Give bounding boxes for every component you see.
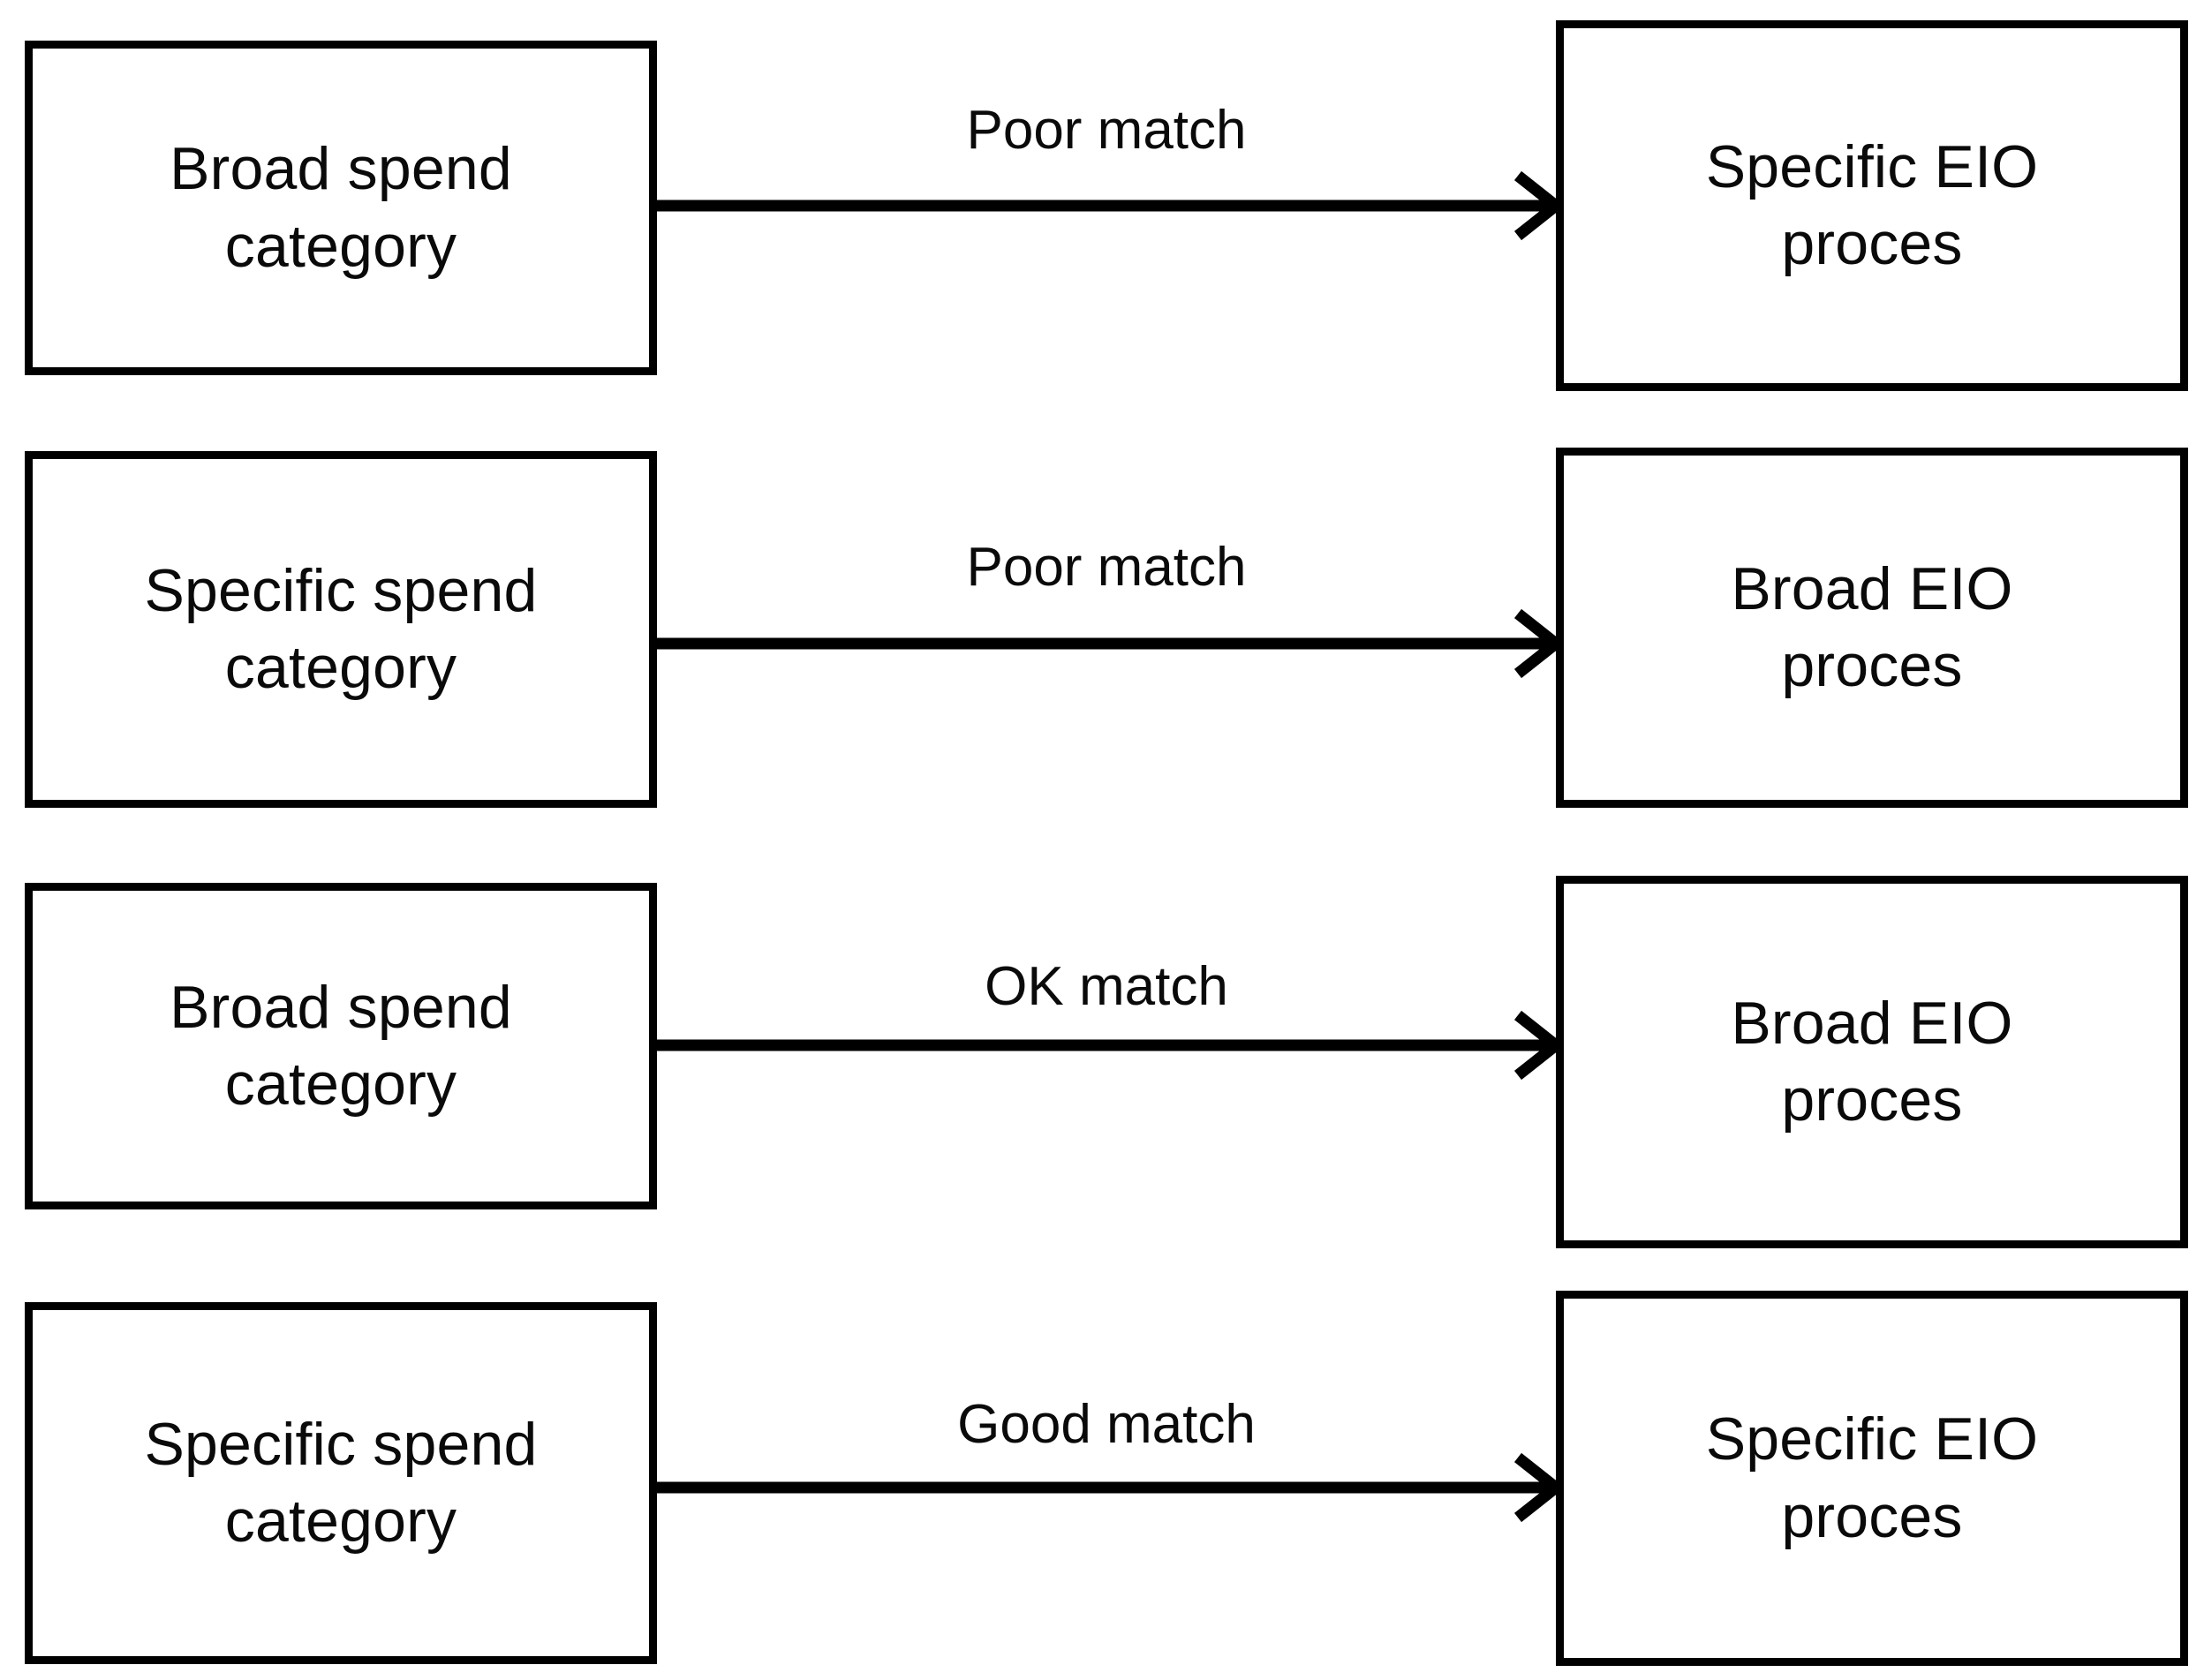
source-box-1-label: Broad spend category [170, 135, 512, 280]
connector-arrow-4 [657, 1435, 1566, 1541]
target-box-4-label: Specific EIO proces [1705, 1405, 2039, 1550]
source-box-3[interactable]: Broad spend category [25, 883, 657, 1209]
source-box-1[interactable]: Broad spend category [25, 41, 657, 375]
arrow-icon [657, 608, 1566, 679]
target-box-2-label: Broad EIO proces [1731, 554, 2013, 699]
edge-label-3: OK match [985, 956, 1228, 1017]
edge-label-2: Poor match [966, 537, 1247, 598]
connector-arrow-3 [657, 992, 1566, 1098]
arrow-icon [657, 1010, 1566, 1081]
source-box-3-label: Broad spend category [170, 973, 512, 1118]
arrow-icon [657, 1452, 1566, 1523]
target-box-1-label: Specific EIO proces [1705, 132, 2039, 277]
source-box-2[interactable]: Specific spend category [25, 451, 657, 808]
target-box-3[interactable]: Broad EIO proces [1556, 876, 2188, 1248]
diagram-row-2: Specific spend category Poor match Broad… [0, 0, 2204, 808]
source-box-4-label: Specific spend category [144, 1410, 538, 1555]
target-box-1[interactable]: Specific EIO proces [1556, 20, 2188, 391]
target-box-4[interactable]: Specific EIO proces [1556, 1291, 2188, 1666]
connector-arrow-2 [657, 591, 1566, 697]
target-box-3-label: Broad EIO proces [1731, 989, 2013, 1134]
target-box-2[interactable]: Broad EIO proces [1556, 448, 2188, 808]
edge-label-1: Poor match [966, 100, 1247, 161]
source-box-4[interactable]: Specific spend category [25, 1302, 657, 1664]
edge-label-4: Good match [957, 1394, 1256, 1455]
source-box-2-label: Specific spend category [144, 556, 538, 701]
diagram-row-3: Broad spend category OK match Broad EIO … [0, 0, 2204, 1248]
diagram-row-1: Broad spend category Poor match Specific… [0, 0, 2204, 415]
